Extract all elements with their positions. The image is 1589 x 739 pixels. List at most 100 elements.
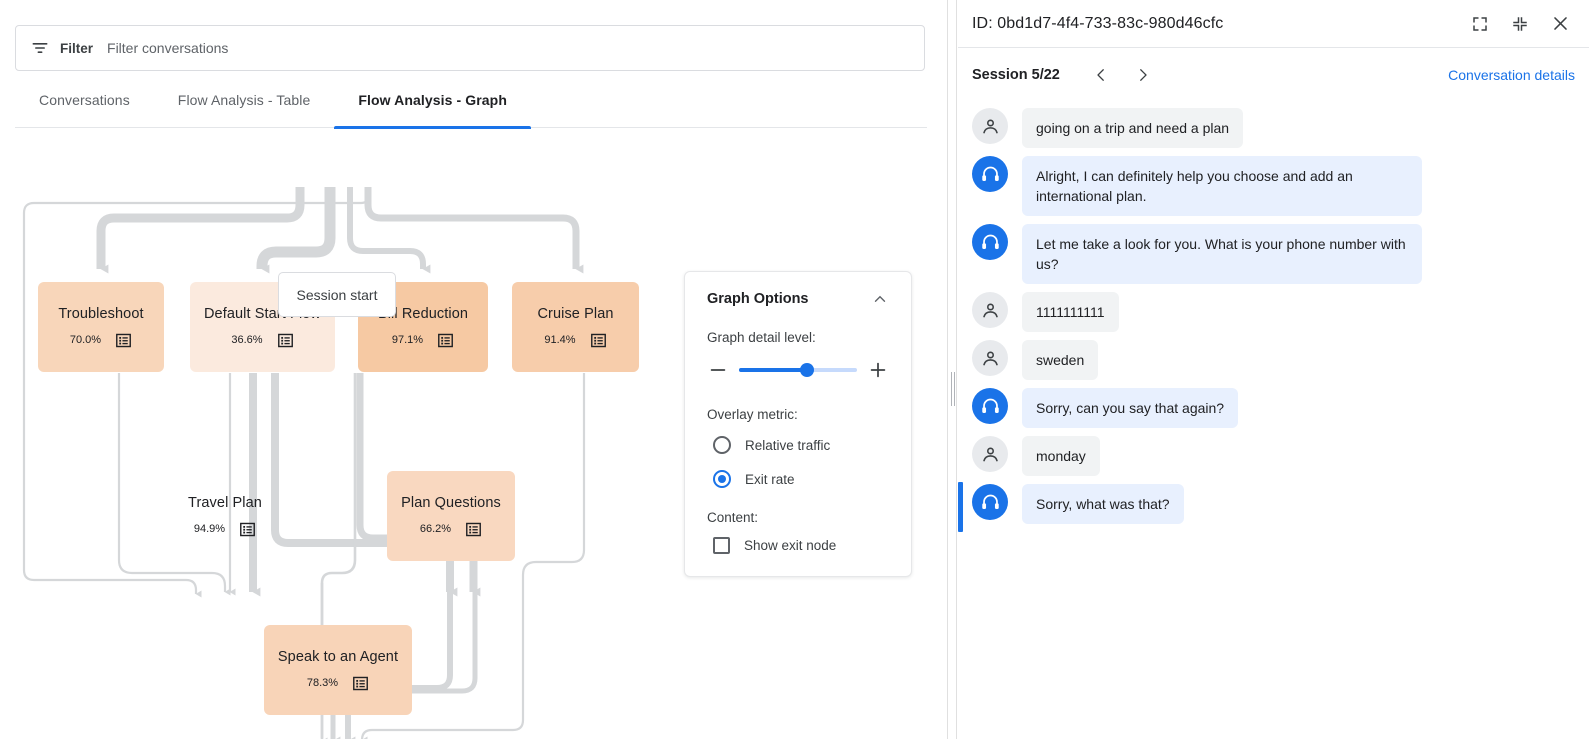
flow-node-meta: 70.0% (70, 332, 132, 349)
plus-icon[interactable] (867, 359, 889, 381)
list-icon[interactable] (115, 332, 132, 349)
slider-knob[interactable] (800, 363, 815, 377)
flow-node-travel-plan[interactable]: Travel Plan 94.9% (161, 471, 289, 561)
chevron-up-icon[interactable] (871, 290, 889, 308)
session-navigator: Session 5/22 Conversation details (958, 48, 1589, 102)
close-button[interactable] (1545, 9, 1575, 39)
message-row[interactable]: monday (972, 436, 1575, 476)
flow-node-label: Bill Reduction (377, 305, 469, 322)
checkbox-label: Show exit node (744, 538, 837, 553)
detail-level-label: Graph detail level: (707, 330, 816, 345)
content-label: Content: (707, 510, 759, 525)
message-row[interactable]: Let me take a look for you. What is your… (972, 224, 1575, 284)
radio-icon (713, 470, 731, 488)
agent-headset-icon (981, 234, 999, 249)
user-avatar (972, 292, 1008, 328)
agent-avatar (972, 224, 1008, 260)
list-icon[interactable] (437, 332, 454, 349)
user-avatar (972, 340, 1008, 376)
conversation-panel: ID: 0bd1d7-4f4-733-83c-980d46cfc (958, 0, 1589, 739)
message-bubble: sweden (1022, 340, 1099, 380)
radio-exit-rate[interactable]: Exit rate (707, 470, 889, 488)
message-highlight-bar (958, 482, 963, 532)
minus-icon[interactable] (707, 359, 729, 381)
radio-relative-traffic[interactable]: Relative traffic (707, 436, 889, 454)
user-avatar (972, 108, 1008, 144)
flow-node-label: Travel Plan (188, 494, 262, 511)
message-bubble: going on a trip and need a plan (1022, 108, 1244, 148)
graph-options-header: Graph Options (707, 290, 889, 308)
message-bubble: Sorry, can you say that again? (1022, 388, 1239, 428)
list-icon[interactable] (590, 332, 607, 349)
expand-icon (1473, 16, 1487, 31)
conversation-header: ID: 0bd1d7-4f4-733-83c-980d46cfc (958, 0, 1589, 48)
session-counter: Session 5/22 (972, 67, 1060, 83)
flow-node-exit-rate: 78.3% (306, 677, 339, 689)
flow-node-exit-rate: 91.4% (544, 334, 576, 346)
agent-avatar (972, 484, 1008, 520)
checkbox-icon (713, 537, 730, 554)
tab-label: Flow Analysis - Graph (358, 92, 507, 108)
flow-node-speak-agent[interactable]: Speak to an Agent 78.3% (264, 625, 412, 715)
user-avatar (972, 436, 1008, 472)
list-icon[interactable] (239, 521, 256, 538)
flow-node-label: Speak to an Agent (277, 648, 399, 665)
message-row[interactable]: sweden (972, 340, 1575, 380)
search-input[interactable] (107, 26, 910, 70)
flow-node-exit-rate: 94.9% (193, 523, 226, 535)
message-row[interactable]: going on a trip and need a plan (972, 108, 1575, 148)
session-start-label: Session start (296, 286, 378, 303)
session-start-node[interactable]: Session start (278, 272, 396, 317)
flow-node-exit-rate: 70.0% (69, 334, 102, 346)
flow-node-meta: 91.4% (544, 332, 606, 349)
user-avatar-icon (982, 351, 998, 365)
user-avatar-icon (982, 447, 998, 461)
message-row[interactable]: Sorry, can you say that again? (972, 388, 1575, 428)
agent-avatar (972, 388, 1008, 424)
agent-headset-icon (981, 398, 999, 413)
flow-node-exit-rate: 66.2% (419, 523, 452, 535)
message-row[interactable]: Alright, I can definitely help you choos… (972, 156, 1575, 216)
detail-level-slider-row (707, 359, 889, 381)
list-icon[interactable] (352, 675, 369, 692)
message-row[interactable]: 1111111111 (972, 292, 1575, 332)
tab-conversations[interactable]: Conversations (15, 88, 154, 128)
filter-icon (32, 43, 48, 53)
tab-label: Conversations (39, 92, 130, 108)
slider-fill (739, 368, 808, 372)
radio-label: Relative traffic (745, 437, 831, 453)
filter-bar[interactable]: Filter (15, 25, 925, 71)
list-icon[interactable] (277, 332, 294, 349)
flow-node-meta: 97.1% (392, 332, 454, 349)
conversation-details-link[interactable]: Conversation details (1448, 67, 1575, 83)
agent-headset-icon (981, 494, 999, 509)
flow-node-meta: 36.6% (231, 332, 293, 349)
agent-avatar (972, 156, 1008, 192)
detail-level-slider[interactable] (739, 361, 857, 379)
collapse-icon (1513, 16, 1527, 31)
expand-button[interactable] (1465, 9, 1495, 39)
message-list: going on a trip and need a plan Alright,… (958, 102, 1589, 532)
panel-resize-handle[interactable] (947, 0, 957, 739)
collapse-button[interactable] (1505, 9, 1535, 39)
list-icon[interactable] (465, 521, 482, 538)
checkbox-show-exit-node[interactable]: Show exit node (707, 537, 889, 554)
message-bubble: 1111111111 (1022, 292, 1119, 332)
tab-flow-analysis-table[interactable]: Flow Analysis - Table (154, 88, 335, 128)
resize-grip-icon (950, 372, 956, 406)
previous-session-button[interactable] (1086, 60, 1116, 90)
filter-label: Filter (60, 40, 94, 56)
close-icon (1553, 17, 1567, 30)
message-bubble: monday (1022, 436, 1100, 476)
message-row[interactable]: Sorry, what was that? (958, 482, 1575, 532)
tab-flow-analysis-graph[interactable]: Flow Analysis - Graph (334, 88, 531, 129)
next-session-button[interactable] (1128, 60, 1158, 90)
chevron-right-icon (1139, 69, 1147, 81)
tab-bar: Conversations Flow Analysis - Table Flow… (15, 88, 927, 129)
flow-node-meta: 66.2% (420, 521, 482, 538)
radio-label: Exit rate (745, 471, 795, 487)
